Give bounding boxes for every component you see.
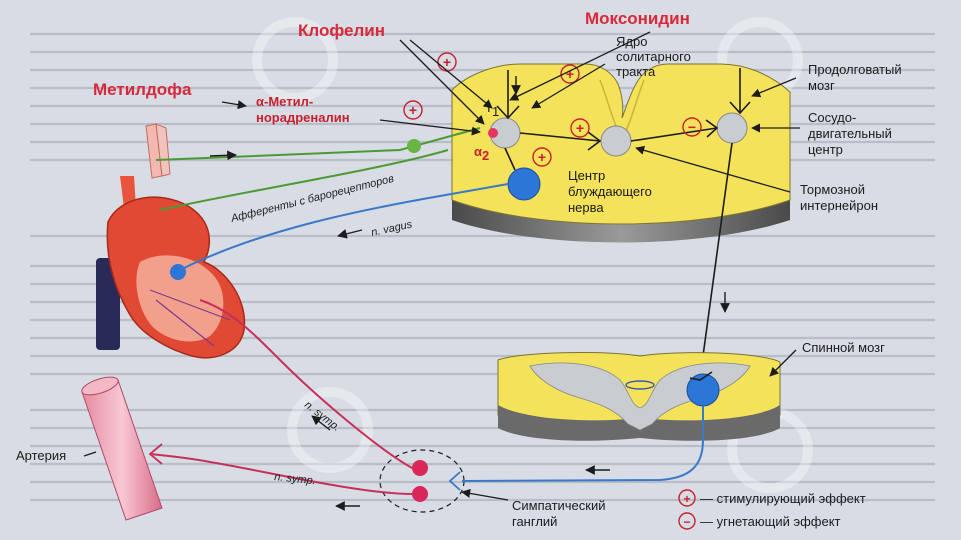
legend: + — стимулирующий эффект − — угнетающий …	[678, 489, 866, 530]
svg-text:+: +	[443, 54, 451, 70]
vasomotor-center-neuron	[716, 112, 748, 144]
afferent-path-upper	[155, 127, 481, 161]
legend-stimulating-label: — стимулирующий эффект	[700, 491, 866, 506]
sympathetic-path-artery	[149, 453, 413, 495]
vagus-center-label-line1: Центр	[568, 168, 605, 183]
medulla-label-line1: Продолговатый	[808, 62, 902, 77]
afferent-terminal	[407, 139, 421, 153]
spinal-cord-label: Спинной мозг	[802, 340, 885, 355]
legend-plus-marker	[678, 489, 696, 507]
solitary-tract-label-line1: Ядро	[616, 34, 647, 49]
vagus-nerve-path	[179, 183, 509, 271]
vasomotor-label-line1: Сосудо-	[808, 110, 856, 125]
interneuron-label-line1: Тормозной	[800, 182, 865, 197]
legend-inhibiting-label: — угнетающий эффект	[700, 514, 841, 529]
spinal-cord	[497, 352, 781, 441]
receptor-i1-label: I	[487, 100, 491, 115]
heart-illustration	[96, 123, 246, 359]
vagus-arrow	[337, 229, 363, 239]
solitary-tract-label-line2: солитарного	[616, 49, 691, 64]
spinal-synapse	[689, 371, 713, 381]
drug-label-klofelin: Клофелин	[298, 21, 385, 40]
drug-label-moksonidin: Моксонидин	[585, 9, 690, 28]
drug-label-metildopa: Метилдофа	[93, 80, 192, 99]
vagus-center-label-line3: нерва	[568, 200, 604, 215]
afferent-path-lower	[159, 149, 449, 211]
ganglion-label-line1: Симпатический	[512, 498, 606, 513]
svg-text:+: +	[409, 102, 417, 118]
alpha-methyl-label-line1: α-Метил-	[256, 94, 313, 109]
symp-arrow-heart	[311, 415, 331, 431]
svg-text:+: +	[576, 120, 584, 136]
legend-plus-symbol: +	[683, 492, 690, 506]
vasomotor-label-line2: двигательный	[808, 126, 892, 141]
receptor-a2-label: α	[474, 144, 482, 159]
vasomotor-label-line3: центр	[808, 142, 843, 157]
afferent-arrow	[209, 150, 237, 161]
legend-minus-symbol: −	[683, 515, 690, 529]
svg-text:−: −	[688, 119, 696, 135]
effect-markers: + + + + + −	[403, 52, 702, 167]
symp-label-artery: n. symp.	[274, 471, 317, 487]
vagus-center-label-line2: блуждающего	[568, 184, 652, 199]
vagus-center-neuron	[507, 167, 541, 201]
preganglionic-path	[461, 406, 704, 482]
sympathetic-path-heart	[199, 299, 413, 469]
receptor-a2-subscript: 2	[482, 148, 489, 163]
svg-text:+: +	[538, 149, 546, 165]
artery-label: Артерия	[16, 448, 66, 463]
artery-illustration	[81, 376, 163, 521]
receptor-site	[488, 128, 498, 138]
medulla-connections	[496, 68, 751, 379]
ganglion-label-line2: ганглий	[512, 514, 557, 529]
solitary-tract-label-line3: тракта	[616, 64, 656, 79]
svg-text:+: +	[566, 66, 574, 82]
artery-synapse	[148, 443, 163, 465]
legend-minus-marker	[678, 512, 696, 530]
alpha-methyl-label-line2: норадреналин	[256, 110, 350, 125]
medulla-label-line2: мозг	[808, 78, 835, 93]
drug-pointers	[83, 31, 800, 501]
inhibitory-interneuron	[600, 125, 632, 157]
receptor-i1-subscript: 1	[492, 104, 499, 119]
interneuron-label-line2: интернейрон	[800, 198, 878, 213]
